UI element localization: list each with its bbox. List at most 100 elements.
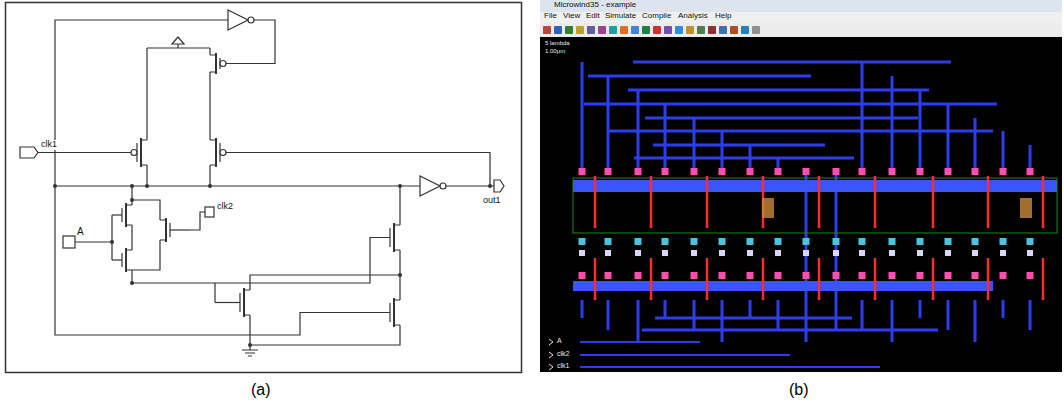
toolbar-icon — [741, 26, 749, 34]
contact — [775, 250, 781, 256]
gate-bubble — [131, 150, 137, 156]
gate-wire — [215, 302, 240, 303]
contact — [1027, 168, 1034, 175]
gate-wire — [170, 229, 190, 230]
contact — [833, 250, 839, 256]
wire — [214, 283, 215, 303]
toolbar-icon — [620, 26, 628, 34]
contact — [833, 168, 840, 175]
input-pin — [205, 207, 214, 217]
junction-dot — [248, 343, 252, 347]
metal-wire — [580, 341, 700, 343]
wire — [55, 186, 390, 335]
contact — [945, 272, 952, 279]
toolbar-icon — [576, 26, 584, 34]
toolbar-icon — [719, 26, 727, 34]
junction-dot — [130, 198, 134, 202]
contact — [889, 272, 896, 279]
menu-item: File — [543, 12, 558, 21]
pin-icon — [549, 364, 553, 370]
wire — [250, 275, 400, 350]
contact — [775, 272, 782, 279]
inverter-symbol — [420, 176, 440, 196]
contact — [662, 272, 669, 279]
wire — [55, 20, 228, 186]
menu-item: Analysis — [677, 12, 709, 21]
contact — [972, 168, 979, 175]
via — [775, 238, 782, 245]
vdd-symbol — [172, 37, 184, 44]
panel-border — [6, 3, 522, 373]
transistor-channel — [125, 248, 127, 272]
wire — [190, 212, 205, 230]
poly-gate — [818, 176, 821, 300]
contact — [605, 168, 612, 175]
well-outline — [573, 178, 1057, 233]
toolbar-icon — [675, 26, 683, 34]
contact — [1027, 272, 1034, 279]
output-pin — [494, 180, 504, 192]
poly-gate — [932, 176, 935, 300]
toolbar-icon — [730, 26, 738, 34]
contact — [747, 272, 754, 279]
metal-wire — [634, 157, 854, 160]
wire — [132, 200, 160, 270]
poly-gate — [874, 176, 877, 300]
wire — [226, 153, 490, 187]
gate-bubble — [220, 61, 226, 67]
contact — [945, 250, 951, 256]
poly-gate — [1042, 176, 1045, 300]
toolbar-icon — [631, 26, 639, 34]
contact — [972, 250, 978, 256]
toolbar-icon — [686, 26, 694, 34]
transistor-channel — [215, 53, 217, 74]
metal-wire — [947, 104, 950, 330]
pin-label: clk2 — [556, 350, 570, 358]
poly-gate — [762, 176, 765, 300]
metal-wire — [580, 354, 790, 356]
schematic — [6, 3, 522, 373]
layout-screenshot — [540, 0, 1062, 372]
contact — [972, 272, 979, 279]
scale-label: 1.00µm — [544, 48, 566, 55]
poly-gate — [706, 176, 709, 300]
vdd-rail — [573, 180, 1057, 192]
contact — [719, 272, 726, 279]
well-tap — [762, 198, 774, 218]
menu-item: View — [562, 12, 581, 21]
transistor-channel — [243, 288, 245, 317]
wire — [132, 186, 390, 283]
contact — [662, 168, 669, 175]
metal-wire — [805, 172, 808, 342]
panel-caption: (a) — [250, 381, 272, 399]
pin-label: out1 — [482, 196, 502, 206]
contact — [803, 272, 810, 279]
pin-label: clk1 — [556, 362, 570, 370]
gate-wire — [38, 152, 131, 153]
contact — [691, 272, 698, 279]
title-bar — [540, 0, 1062, 12]
ground-symbol — [242, 350, 258, 356]
layout-canvas — [540, 37, 1062, 372]
metal-wire — [637, 90, 640, 342]
menu-bar — [540, 12, 1062, 23]
transistor-channel — [393, 298, 395, 327]
junction-dot — [488, 184, 492, 188]
metal-wire — [645, 117, 918, 120]
contact — [1027, 250, 1033, 256]
menu-item: Edit — [585, 12, 601, 21]
poly-gate — [987, 176, 990, 300]
menu-item: Simulate — [604, 12, 637, 21]
contact — [579, 168, 586, 175]
metal-wire — [974, 118, 977, 342]
transistor-channel — [165, 218, 167, 242]
panel-caption: (b) — [788, 381, 810, 399]
junction-dot — [130, 184, 134, 188]
via — [889, 238, 896, 245]
metal-wire — [628, 89, 929, 92]
via — [747, 238, 754, 245]
via — [917, 238, 924, 245]
metal-wire — [642, 329, 938, 332]
vss-rail — [573, 281, 993, 291]
contact — [1000, 272, 1007, 279]
